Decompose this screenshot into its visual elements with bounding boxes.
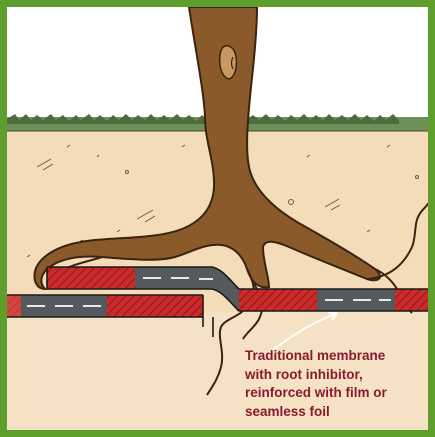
membrane-label: Traditional membrane with root inhibitor… — [245, 347, 425, 421]
trunk-knot — [220, 46, 237, 79]
